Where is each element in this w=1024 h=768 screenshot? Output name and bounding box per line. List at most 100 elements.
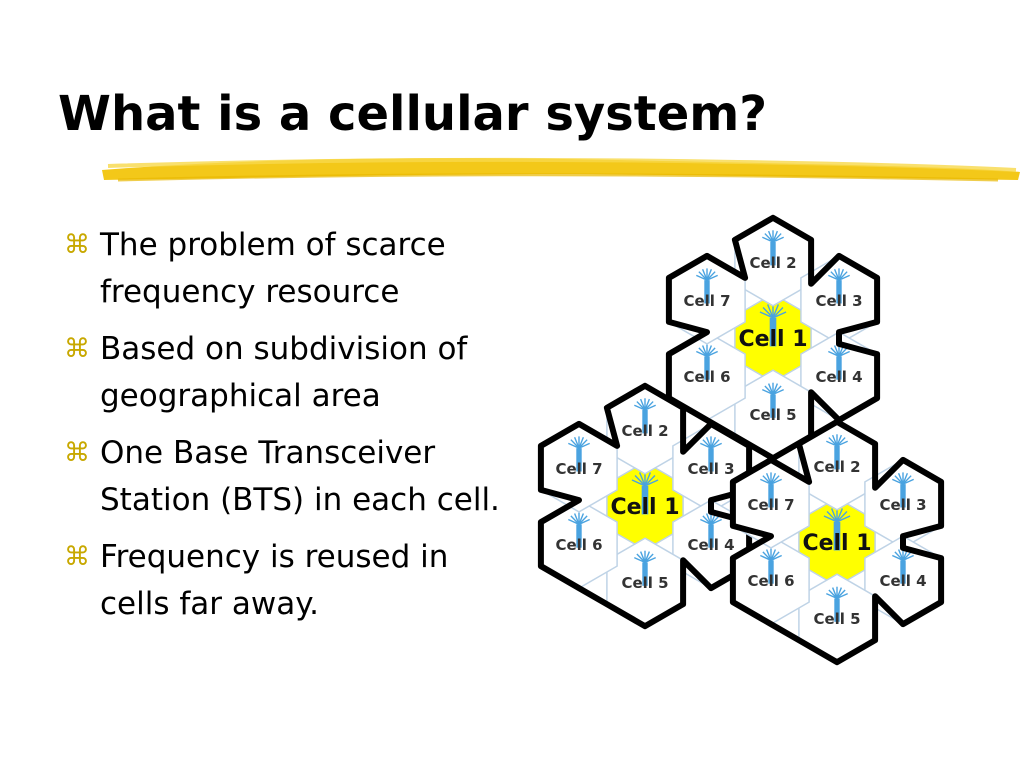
signal-ray-icon [578,436,585,449]
signal-ray-icon [833,345,840,357]
signal-ray-icon [764,385,774,395]
signal-ray-icon [770,475,780,485]
bts-antenna-icon [576,448,582,472]
signal-ray-icon [639,398,646,411]
bullet-item: ⌘ The problem of scarce frequency resour… [62,222,512,316]
signal-ray-icon [698,347,708,357]
signal-ray-icon [826,511,838,523]
signal-ray-icon [570,439,580,449]
signal-ray-icon [831,587,838,599]
signal-ray-icon [578,439,588,449]
bts-antenna-icon [770,241,776,266]
bts-antenna-icon [833,521,841,551]
cell-label: Cell 5 [621,574,668,592]
signal-ray-icon [568,442,580,449]
signal-ray-icon [838,274,850,281]
bullet-text: One Base Transceiver Station (BTS) in ea… [100,435,500,518]
bts-antenna-icon [900,560,906,584]
bts-antenna-icon [770,394,776,418]
z-bullet-icon: ⌘ [64,230,90,260]
signal-ray-icon [836,587,843,599]
slide-title: What is a cellular system? [58,86,768,142]
cell-label: Cell 6 [555,536,602,554]
bts-antenna-icon [834,445,840,470]
signal-ray-icon [836,508,844,523]
signal-ray-icon [644,398,651,411]
bts-antenna-icon [836,356,842,380]
signal-ray-icon [836,515,851,523]
signal-ray-icon [830,271,840,281]
signal-ray-icon [767,230,774,243]
signal-ray-icon [828,350,840,357]
signal-ray-icon [830,508,838,523]
cell-label: Cell 6 [747,572,794,590]
signal-ray-icon [897,549,904,561]
signal-ray-icon [836,511,848,523]
bullet-item: ⌘ One Base Transceiver Station (BTS) in … [62,430,512,524]
signal-ray-icon [701,268,708,281]
bts-antenna-icon [642,562,648,586]
cell-label: Cell 2 [621,422,668,440]
cell-label: Cell 2 [749,254,796,272]
cell-label: Cell 4 [687,536,734,554]
signal-ray-icon [759,311,774,319]
signal-ray-icon [902,551,912,561]
signal-ray-icon [700,442,712,449]
bts-antenna-icon [836,280,842,304]
bts-antenna-icon [704,280,710,304]
signal-ray-icon [706,271,716,281]
signal-ray-icon [700,518,712,525]
signal-ray-icon [772,236,784,243]
signal-ray-icon [765,472,772,485]
cluster-outline [537,382,753,630]
signal-ray-icon [770,549,777,561]
signal-ray-icon [762,389,774,396]
signal-ray-icon [710,518,722,525]
signal-ray-icon [836,434,843,447]
cell-label: Cell 6 [683,368,730,386]
signal-ray-icon [831,434,838,447]
bullet-text: Frequency is reused in cells far away. [100,539,449,622]
signal-ray-icon [772,307,784,319]
signal-ray-icon [830,347,840,357]
cell-label: Cell 1 [738,327,807,352]
signal-ray-icon [836,593,848,600]
signal-ray-icon [706,345,713,357]
signal-ray-icon [631,479,646,487]
cell-label: Cell 2 [813,458,860,476]
signal-ray-icon [644,551,651,563]
signal-ray-icon [902,472,909,485]
signal-ray-icon [838,271,848,281]
signal-ray-icon [838,347,848,357]
bts-antenna-icon [708,448,714,472]
signal-ray-icon [706,274,718,281]
signal-ray-icon [578,518,590,525]
signal-ray-icon [710,515,720,525]
signal-ray-icon [902,554,914,561]
signal-ray-icon [770,551,780,561]
signal-ray-icon [765,549,772,561]
signal-ray-icon [710,439,720,449]
signal-ray-icon [639,551,646,563]
bts-antenna-icon [900,484,906,508]
signal-ray-icon [894,475,904,485]
cell-label: Cell 7 [747,496,794,514]
signal-ray-icon [772,389,784,396]
signal-ray-icon [706,268,713,281]
cell-label: Cell 3 [687,460,734,478]
signal-ray-icon [762,551,772,561]
bts-antenna-icon [834,598,840,622]
cell-label: Cell 1 [610,495,679,520]
cell-label: Cell 4 [879,572,926,590]
signal-ray-icon [636,401,646,411]
signal-ray-icon [836,440,848,447]
signal-ray-icon [836,437,846,447]
cell-label: Cell 7 [683,292,730,310]
signal-ray-icon [696,350,708,357]
bts-antenna-icon [769,317,777,347]
signal-ray-icon [702,439,712,449]
z-bullet-icon: ⌘ [64,438,90,468]
title-underline-stroke [102,157,1020,182]
